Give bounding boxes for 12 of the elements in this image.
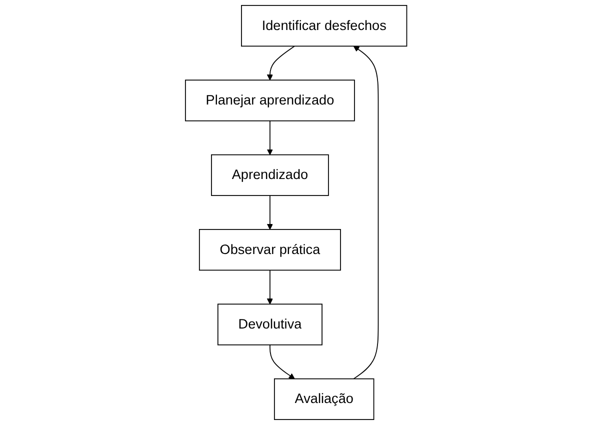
- arrow: [267, 120, 274, 156]
- arrow: [267, 46, 296, 80]
- node-box: Identificar desfechos: [241, 5, 408, 47]
- arrow: [270, 344, 296, 380]
- arrow: [354, 46, 380, 380]
- node-box: Avaliação: [274, 378, 375, 420]
- arrow: [267, 270, 274, 304]
- node-box: Devolutiva: [218, 304, 323, 346]
- node-box: Planejar aprendizado: [185, 80, 356, 122]
- arrow: [267, 195, 274, 230]
- node-box: Observar prática: [199, 229, 342, 271]
- node-box: Aprendizado: [211, 154, 330, 196]
